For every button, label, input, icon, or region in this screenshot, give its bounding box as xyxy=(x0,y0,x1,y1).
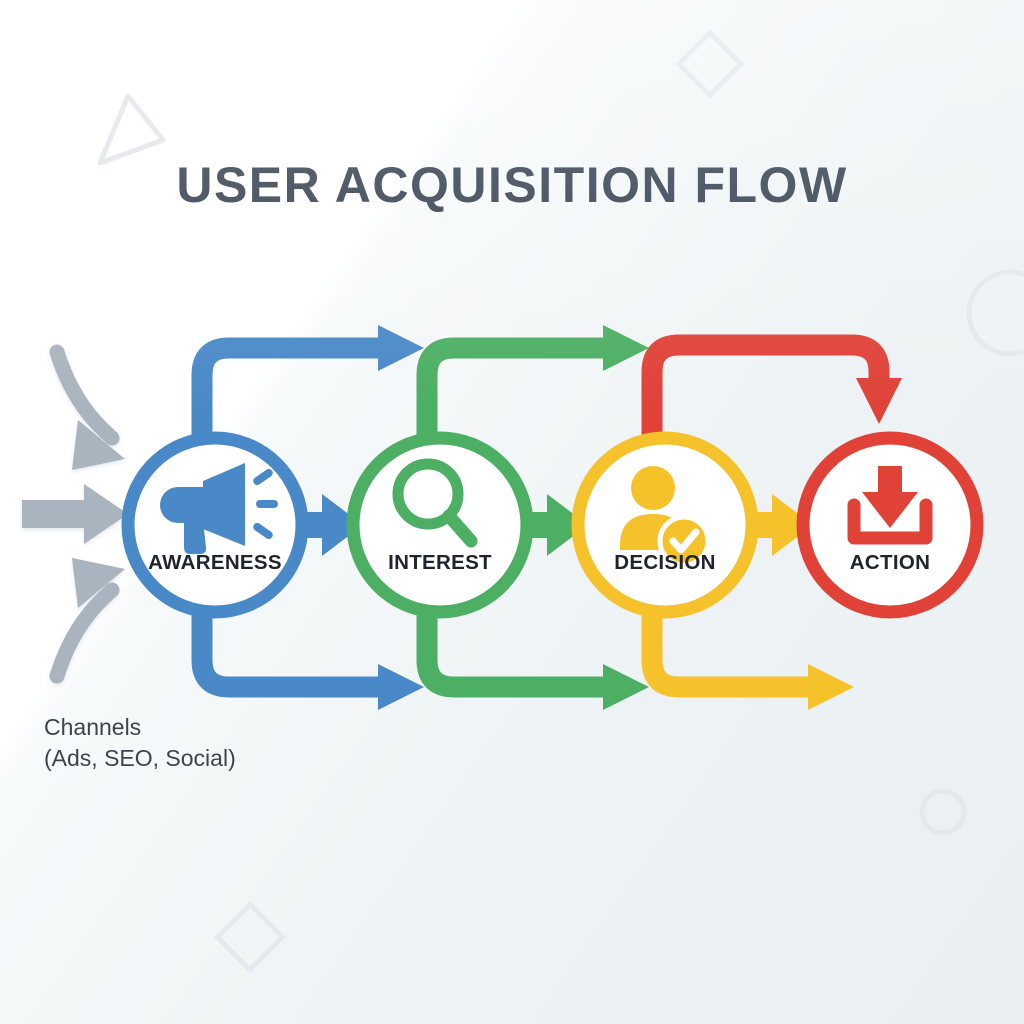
input-arrow-top xyxy=(49,344,125,470)
decision-bottom-branch xyxy=(641,595,854,710)
page-title: USER ACQUISITION FLOW xyxy=(176,157,848,213)
input-arrow-middle xyxy=(22,484,128,544)
magnifier-icon xyxy=(392,458,478,548)
awareness-bottom-branch xyxy=(191,595,424,710)
download-icon xyxy=(847,466,933,545)
node-label-interest: INTEREST xyxy=(388,551,492,574)
circle-right-upper-icon xyxy=(966,269,1024,357)
node-label-awareness: AWARENESS xyxy=(148,551,282,574)
input-arrow-bottom xyxy=(49,558,125,684)
megaphone-icon xyxy=(160,463,278,554)
triangle-top-left-icon xyxy=(97,93,166,166)
node-label-decision: DECISION xyxy=(614,551,716,574)
awareness-top-branch xyxy=(191,325,424,455)
interest-top-branch xyxy=(416,325,649,455)
channels-caption: Channels (Ads, SEO, Social) xyxy=(44,712,236,774)
decision-to-action-top xyxy=(641,334,902,455)
channels-caption-line1: Channels xyxy=(44,714,142,740)
diamond-top-icon xyxy=(675,29,745,99)
diamond-bottom-left-icon xyxy=(213,900,287,974)
interest-bottom-branch xyxy=(416,595,649,710)
node-label-action: ACTION xyxy=(849,551,931,574)
channels-caption-line2: (Ads, SEO, Social) xyxy=(44,745,236,771)
circle-right-lower-icon xyxy=(919,788,967,836)
user-check-icon xyxy=(620,466,711,568)
